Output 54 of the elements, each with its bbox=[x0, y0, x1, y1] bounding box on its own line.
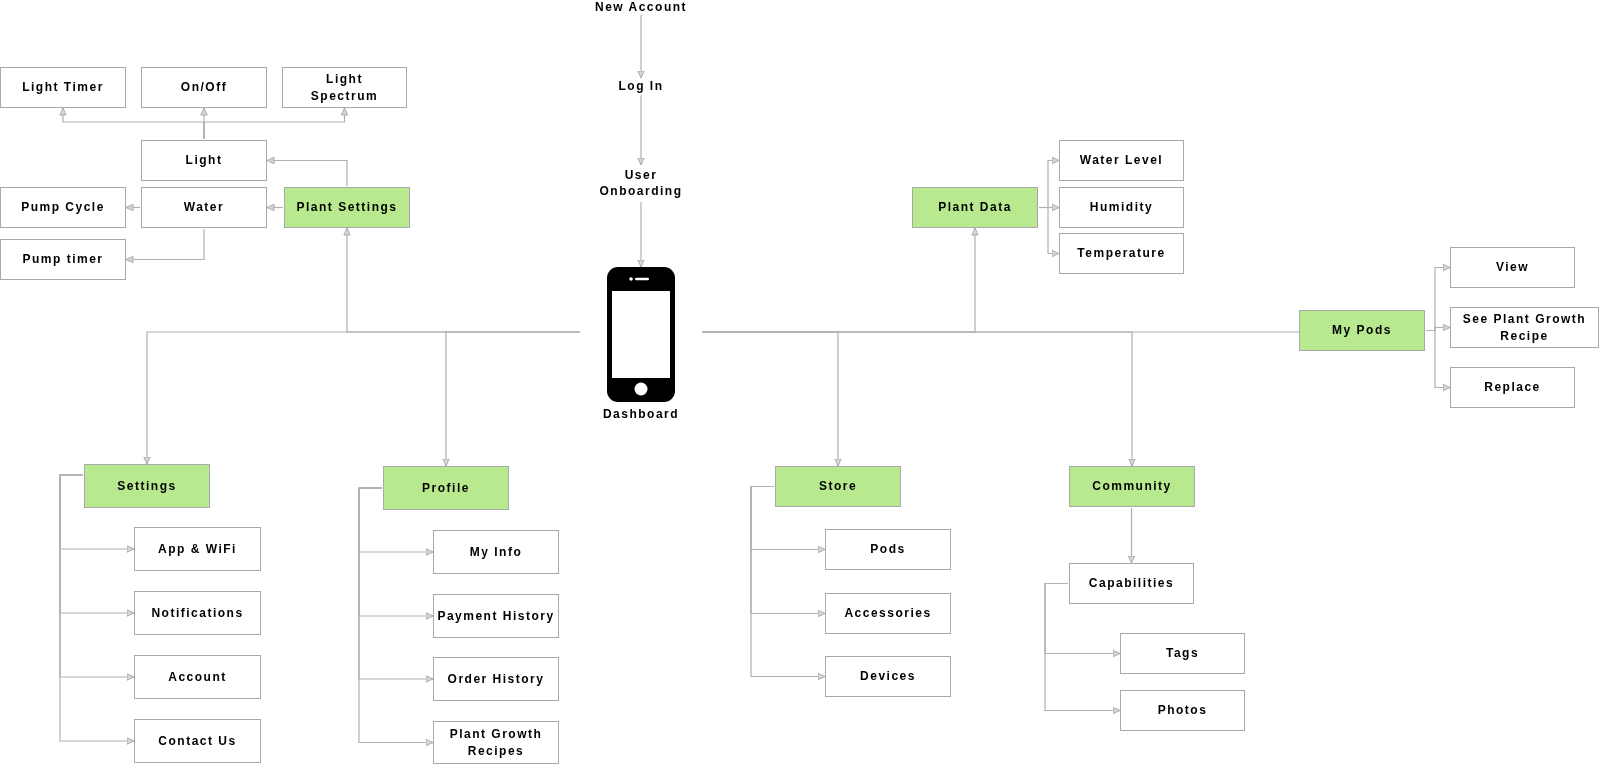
arrow bbox=[1127, 507, 1136, 564]
screen-box: Notifications bbox=[134, 591, 261, 635]
screen-box: Temperature bbox=[1059, 233, 1184, 274]
arrow bbox=[1425, 329, 1451, 392]
screen-box: On/Off bbox=[141, 67, 267, 108]
arrow bbox=[59, 474, 135, 745]
screen-box: Water Level bbox=[1059, 140, 1184, 181]
arrow bbox=[1044, 582, 1121, 715]
screen-box: Light Timer bbox=[0, 67, 126, 108]
screen-box: Plant Growth Recipes bbox=[433, 721, 559, 764]
arrow bbox=[637, 14, 645, 79]
screen-box: Light Spectrum bbox=[282, 67, 407, 108]
category-box: Settings bbox=[84, 464, 210, 508]
category-box: Plant Data bbox=[912, 187, 1038, 228]
screen-box: Payment History bbox=[433, 594, 559, 638]
screen-box: Account bbox=[134, 655, 261, 699]
arrow bbox=[203, 107, 349, 140]
category-box: My Pods bbox=[1299, 310, 1425, 351]
step-label: New Account bbox=[571, 0, 711, 14]
screen-box: See Plant Growth Recipe bbox=[1450, 307, 1599, 348]
category-box: Community bbox=[1069, 466, 1195, 507]
screen-box: Tags bbox=[1120, 633, 1245, 674]
screen-box: Humidity bbox=[1059, 187, 1184, 228]
category-box: Store bbox=[775, 466, 901, 507]
screen-box: Contact Us bbox=[134, 719, 261, 763]
arrow bbox=[637, 94, 645, 166]
screen-box: Order History bbox=[433, 657, 559, 701]
screen-box: Photos bbox=[1120, 690, 1245, 731]
arrow bbox=[637, 201, 645, 268]
connector-line bbox=[701, 331, 1300, 333]
screen-box: My Info bbox=[433, 530, 559, 574]
screen-box: View bbox=[1450, 247, 1575, 288]
screen-box: Capabilities bbox=[1069, 563, 1194, 604]
step-label: Log In bbox=[591, 78, 691, 94]
category-box: Profile bbox=[383, 466, 509, 510]
arrow bbox=[266, 203, 284, 212]
screen-box: Light bbox=[141, 140, 267, 181]
screen-box: Pump Cycle bbox=[0, 187, 126, 228]
step-label: User Onboarding bbox=[591, 165, 691, 201]
screen-box: Replace bbox=[1450, 367, 1575, 408]
screen-box: Pump timer bbox=[0, 239, 126, 280]
arrow bbox=[266, 156, 348, 187]
screen-box: App & WiFi bbox=[134, 527, 261, 571]
screen-box: Devices bbox=[825, 656, 951, 697]
arrow bbox=[125, 228, 205, 264]
screen-box: Water bbox=[141, 187, 267, 228]
arrow bbox=[442, 331, 581, 467]
arrow bbox=[358, 487, 434, 747]
category-box: Plant Settings bbox=[284, 187, 410, 228]
screen-box: Accessories bbox=[825, 593, 951, 634]
screen-label: Dashboard bbox=[602, 407, 680, 422]
arrow bbox=[125, 203, 141, 212]
screen-box: Pods bbox=[825, 529, 951, 570]
arrow bbox=[750, 485, 826, 681]
